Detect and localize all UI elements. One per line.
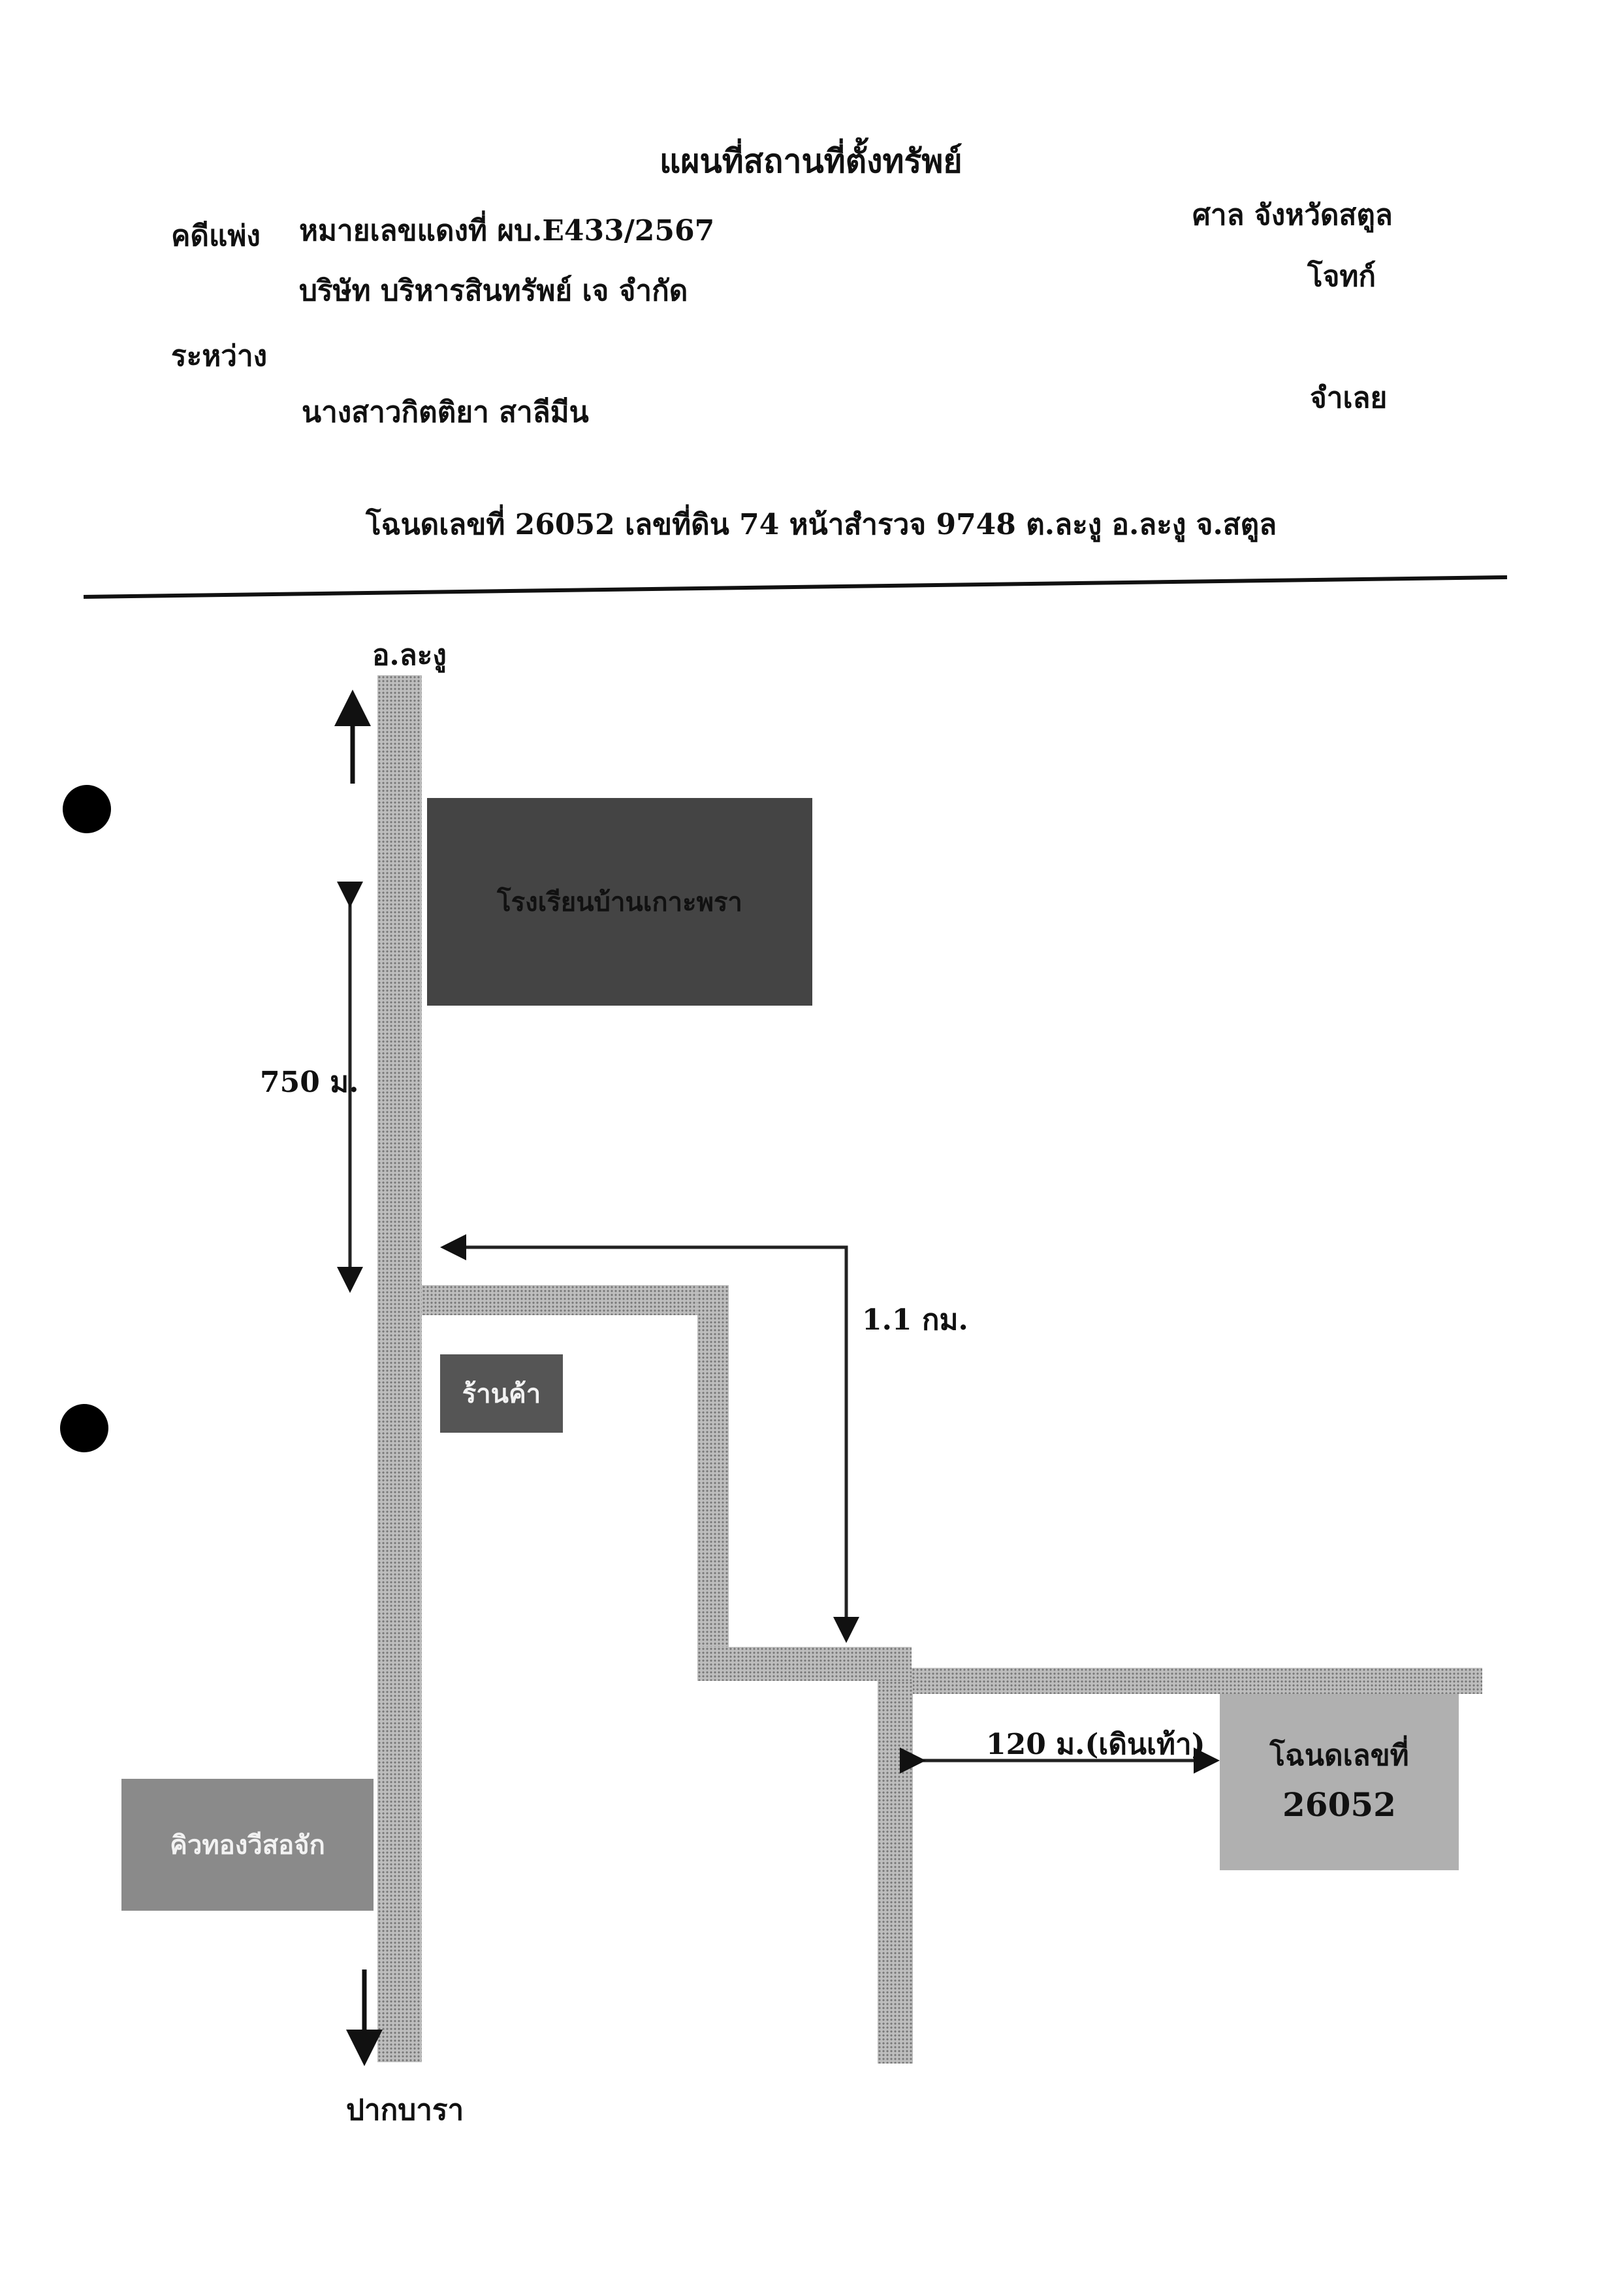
side-road-vertical-2 (878, 1681, 913, 2064)
main-road (377, 675, 422, 2062)
distance-side-line (457, 1245, 848, 1633)
deed-info-line: โฉนดเลขที่ 26052 เลขที่ดิน 74 หน้าสำรวจ … (366, 508, 1277, 541)
shop-box: ร้านค้า (440, 1354, 563, 1433)
plaintiff-role: โจทก์ (1307, 260, 1376, 293)
red-case-number: หมายเลขแดงที่ ผบ.E433/2567 (299, 214, 715, 247)
side-road-vertical-1 (697, 1285, 729, 1681)
side-road-horizontal-2 (697, 1647, 912, 1681)
left-place-label: คิวทองวีสอจัก (170, 1830, 325, 1860)
side-road-horizontal-3 (912, 1668, 1482, 1694)
case-type: คดีแพ่ง (171, 219, 261, 253)
plaintiff-name: บริษัท บริหารสินทรัพย์ เจ จำกัด (299, 274, 688, 308)
deed-box-line2: 26052 (1282, 1785, 1396, 1825)
page-title: แผนที่สถานที่ตั้งทรัพย์ (660, 142, 962, 180)
deed-box-line1: โฉนดเลขที่ (1269, 1738, 1409, 1772)
top-direction-label: อ.ละงู (372, 639, 447, 672)
deed-box: โฉนดเลขที่ 26052 (1220, 1694, 1459, 1870)
defendant-role: จำเลย (1310, 381, 1388, 415)
between-label: ระหว่าง (171, 340, 268, 373)
school-box: โรงเรียนบ้านเกาะพรา (427, 798, 812, 1006)
left-place-box: คิวทองวีสอจัก (121, 1779, 374, 1911)
school-label: โรงเรียนบ้านเกาะพรา (497, 887, 742, 917)
header-divider (83, 575, 1508, 599)
side-road-horizontal-1 (422, 1285, 729, 1315)
shop-label: ร้านค้า (462, 1379, 541, 1409)
bottom-direction-label: ปากบารา (346, 2094, 464, 2127)
punch-hole-bottom (60, 1404, 108, 1452)
distance-side-label: 1.1 กม. (862, 1303, 968, 1337)
punch-hole-top (63, 785, 111, 833)
defendant-name: นางสาวกิตติยา สาลีมีน (302, 396, 589, 429)
court-name: ศาล จังหวัดสตูล (1192, 199, 1393, 232)
